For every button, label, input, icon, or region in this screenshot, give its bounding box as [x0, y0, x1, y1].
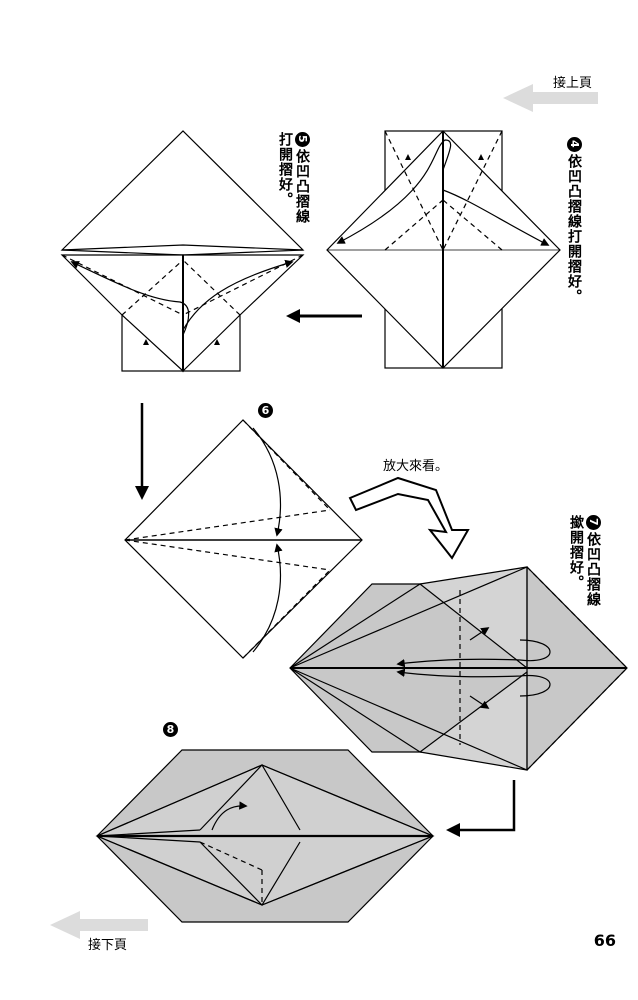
step-4-text: 依凹凸摺線打開摺好。 [566, 154, 582, 304]
step-5-label: 5依凹凸摺線打開摺好。 [276, 132, 310, 232]
step-arrow-7-to-8 [446, 780, 516, 837]
step-6-number: 6 [258, 403, 273, 418]
step-8-number: 8 [163, 722, 178, 737]
step-8-figure [95, 749, 435, 923]
step-arrow-4-to-5 [286, 309, 362, 323]
step-5-figure [60, 130, 305, 373]
continue-to-arrow [50, 911, 148, 939]
zoom-note: 放大來看。 [383, 459, 449, 474]
step-5-text: 依凹凸摺線打開摺好。 [277, 132, 310, 224]
step-arrow-5-to-6 [135, 403, 149, 500]
step-4-number: 4 [567, 137, 582, 152]
step-8-label: 8 [163, 722, 178, 737]
step-4-label: 4 依凹凸摺線打開摺好。 [565, 137, 582, 304]
zoom-arrow [348, 476, 470, 560]
page-number: 66 [593, 931, 616, 950]
continue-from-arrow [503, 84, 598, 112]
continue-to-label: 接下頁 [88, 938, 128, 953]
continue-from-label: 接上頁 [553, 76, 593, 91]
step-6-label: 6 [258, 403, 273, 418]
step-6-figure [124, 419, 363, 659]
step-4-figure [326, 130, 561, 369]
step-7-label: 7依凹凸摺線撳開摺好。 [567, 515, 601, 615]
step-7-figure [289, 566, 628, 771]
step-5-number: 5 [295, 132, 310, 147]
step-7-text: 依凹凸摺線撳開摺好。 [568, 515, 601, 607]
step-7-number: 7 [586, 515, 601, 530]
